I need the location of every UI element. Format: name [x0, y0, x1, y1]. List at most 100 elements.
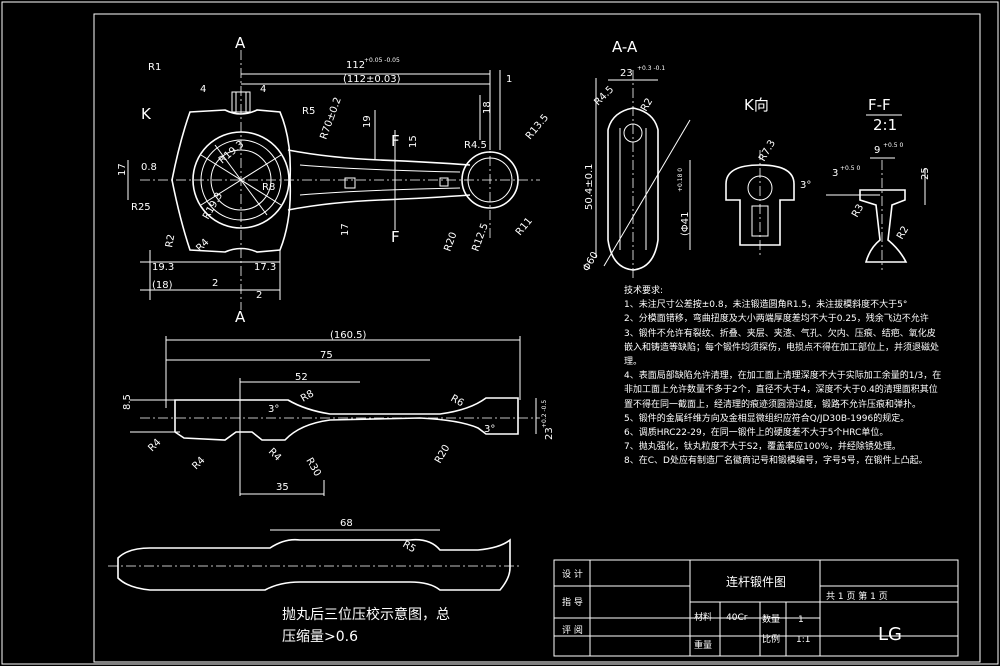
dim-ff-9-tol: +0.5 0 — [883, 142, 903, 149]
technical-notes: 技术要求: 1、未注尺寸公差按±0.8，未注锻造圆角R1.5，未注拔模斜度不大于… — [624, 284, 944, 469]
dim-s-85: 8.5 — [122, 394, 133, 410]
tb-guide-label: 指 导 — [562, 596, 583, 608]
tb-code: LG — [878, 624, 902, 645]
dim-r135: R13.5 — [524, 112, 551, 141]
side-view — [130, 336, 540, 496]
dim-r70: R70±0.2 — [318, 96, 343, 141]
section-a-top-label: A — [235, 34, 246, 52]
dim-len112-ref: (112±0.03) — [343, 74, 401, 85]
k-label: K — [141, 105, 152, 123]
section-ff-label: F-F — [868, 96, 891, 114]
section-ff-view — [826, 157, 926, 270]
dim-l2a: 2 — [212, 278, 218, 289]
dim-s-23-tol: +0.2 -0.5 — [541, 400, 548, 428]
scale-ff-label: 2:1 — [873, 116, 897, 134]
dim-r193b: R19.3 — [201, 191, 225, 222]
k-view-label: K向 — [744, 96, 769, 114]
tb-weight-label: 重量 — [694, 639, 712, 651]
note-line-7: 7、抛丸强化，钛丸粒度不大于S2，覆盖率应100%，并经除锈处理。 — [624, 442, 901, 453]
notes-heading: 技术要求: — [624, 286, 664, 296]
dim-s-r6: R6 — [449, 393, 466, 409]
note-line-5: 5、锻件的金属纤维方向及金相显微组织应符合Q/JD30B-1996的规定。 — [624, 413, 910, 424]
dim-one: 1 — [506, 74, 512, 85]
dim-s-r4b: R4 — [190, 455, 207, 472]
dim-s-r8: R8 — [299, 388, 316, 404]
dim-ff-r3: R3 — [850, 202, 866, 219]
dim-len112: 112 — [346, 60, 365, 71]
dim-r2: R2 — [164, 234, 177, 249]
dim-aa-23: 23 — [620, 68, 633, 79]
dim-ff-9: 9 — [874, 145, 880, 156]
tb-scale-value: 1:1 — [796, 635, 810, 645]
tb-design-label: 设 计 — [562, 568, 583, 580]
dim-d17a: 17 — [117, 163, 128, 176]
dim-l193: 19.3 — [152, 262, 174, 273]
dim-l18: (18) — [152, 280, 173, 291]
dim-s-1605: (160.5) — [330, 330, 367, 341]
section-a-bottom-label: A — [235, 308, 246, 326]
tb-review-label: 评 阅 — [562, 625, 583, 636]
top-view — [127, 50, 540, 310]
dim-aa-23-tol: +0.3 -0.1 — [637, 65, 665, 72]
dim-d19: 19 — [362, 115, 373, 128]
k-view — [725, 150, 795, 256]
dim-ff-3-tol: +0.5 0 — [840, 165, 860, 172]
peening-caption: 抛丸后三位压校示意图，总 压缩量>0.6 — [282, 604, 512, 648]
tb-qty-value: 1 — [798, 615, 804, 625]
section-aa-label: A-A — [612, 38, 638, 56]
dim-w4b: 4 — [260, 84, 266, 95]
dim-p-r5: R5 — [401, 539, 418, 555]
dim-s-3deg-a: 3° — [268, 404, 279, 415]
dim-s-r20: R20 — [433, 443, 452, 466]
note-line-3: 3、锻件不允许有裂纹、折叠、夹层、夹渣、气孔、欠内、压痕、结疤、氧化皮嵌入和铸造… — [624, 328, 940, 368]
peening-view — [108, 529, 520, 591]
dim-ff-r2: R2 — [895, 224, 911, 241]
section-aa-view — [595, 70, 691, 280]
caption-line-2: 压缩量>0.6 — [282, 629, 358, 645]
dim-aa-60: Φ60 — [581, 250, 601, 273]
caption-line-1: 抛丸后三位压校示意图，总 — [282, 607, 450, 623]
note-line-4: 4、表面局部缺陷允许清理，在加工面上清理深度不大于实际加工余量的1/3，在非加工… — [624, 371, 942, 410]
dim-r45: R4.5 — [464, 140, 487, 151]
dim-ff-3: 3 — [832, 168, 838, 179]
tb-qty-label: 数量 — [762, 613, 780, 625]
f-bottom-label: F — [391, 228, 400, 246]
dim-aa-41: (Φ41 — [680, 212, 691, 237]
dim-s-35: 35 — [276, 482, 289, 493]
drawing-frame — [93, 13, 981, 663]
tb-drawing-title: 连杆锻件图 — [726, 574, 786, 589]
dim-ff-25: 25 — [920, 167, 931, 180]
dim-s-52: 52 — [295, 372, 308, 383]
dim-d15: 15 — [408, 135, 419, 148]
dim-aa-504: 50.4±0.1 — [584, 163, 595, 210]
f-top-label: F — [391, 132, 400, 150]
dim-d08: 0.8 — [141, 162, 157, 173]
dim-w4a: 4 — [200, 84, 206, 95]
dim-p-68: 68 — [340, 518, 353, 529]
dim-d18v: 18 — [482, 101, 493, 114]
dim-r25: R25 — [131, 202, 151, 213]
dim-r1: R1 — [148, 62, 161, 73]
dim-l2b: 2 — [256, 290, 262, 301]
dim-s-r4c: R4 — [266, 446, 283, 463]
dim-r8: R8 — [262, 182, 275, 193]
dim-s-23: 23 — [544, 427, 555, 440]
dim-s-r4a: R4 — [146, 437, 163, 454]
tb-sheets: 共 1 页 第 1 页 — [826, 590, 888, 602]
dim-l173: 17.3 — [254, 262, 276, 273]
dim-aa-41-tol: +0.18 0 — [677, 168, 684, 192]
dim-r5: R5 — [302, 106, 315, 117]
dim-k-r73: R7.3 — [757, 138, 778, 163]
dim-s-75: 75 — [320, 350, 333, 361]
note-line-8: 8、在C、D处应有制造厂名徽商记号和锻模编号，字号5号，在锻件上凸起。 — [624, 456, 928, 467]
note-line-1: 1、未注尺寸公差按±0.8，未注锻造圆角R1.5，未注拔模斜度不大于5° — [624, 300, 908, 311]
dim-s-r30: R30 — [303, 456, 322, 479]
note-line-2: 2、分模面错移，弯曲扭度及大小两端厚度差均不大于0.25，残余飞边不允许 — [624, 314, 929, 325]
dim-len112-tol: +0.05 -0.05 — [364, 57, 400, 64]
note-line-6: 6、调质HRC22-29，在同一锻件上的硬度差不大于5个HRC单位。 — [624, 428, 889, 439]
dim-r11: R11 — [514, 216, 535, 238]
dim-r125: R12.5 — [470, 222, 490, 253]
tb-material-label: 材料 — [694, 611, 712, 623]
